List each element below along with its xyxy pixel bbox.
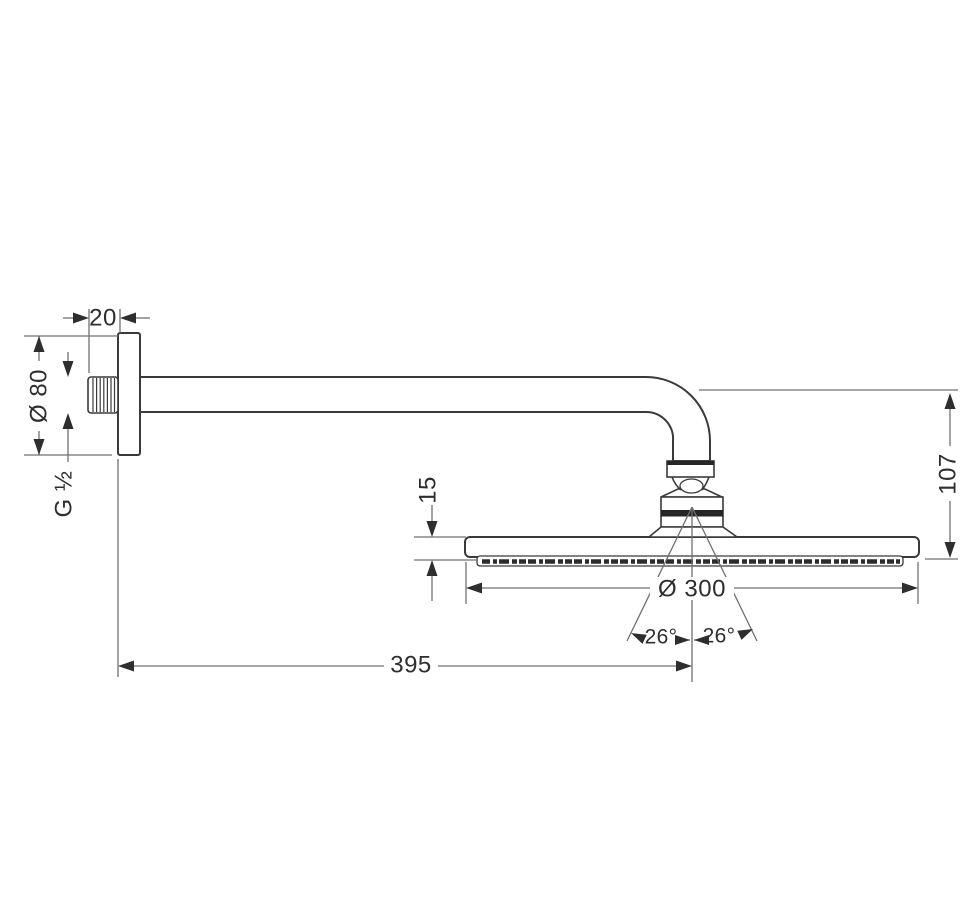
shower-arm: [139, 376, 711, 462]
product-outline: [87, 332, 920, 567]
dim-drop-height: 107: [935, 453, 962, 495]
dim-wall-plate-diameter: Ø 80: [26, 369, 53, 423]
dim-head-diameter: Ø 300: [658, 576, 726, 603]
nut-top-band: [667, 461, 714, 465]
dimensions: 20 Ø 80 G ½ 15 Ø 300 26° 26° 107 395: [24, 305, 962, 679]
joint-neck: [671, 476, 710, 491]
dim-spray-angle-right: 26°: [703, 625, 736, 648]
hub-chamfer: [646, 526, 740, 538]
thread-hatching: [92, 378, 116, 412]
dim-spray-angle-left: 26°: [645, 626, 678, 649]
dimension-arrows: [33, 312, 956, 672]
spray-line-right: [691, 506, 758, 642]
spray-line-left: [626, 506, 693, 642]
dimension-lines: [24, 309, 958, 677]
dim-wall-plate-depth: 20: [89, 305, 117, 332]
dim-head-thickness: 15: [415, 476, 442, 504]
dim-text-mask: [650, 577, 734, 600]
ball-joint: [679, 478, 704, 494]
ball-joint-assembly: [646, 460, 740, 538]
wall-plate: [117, 332, 141, 456]
dim-arm-length: 395: [390, 652, 432, 679]
dim-thread-size: G ½: [51, 471, 78, 518]
